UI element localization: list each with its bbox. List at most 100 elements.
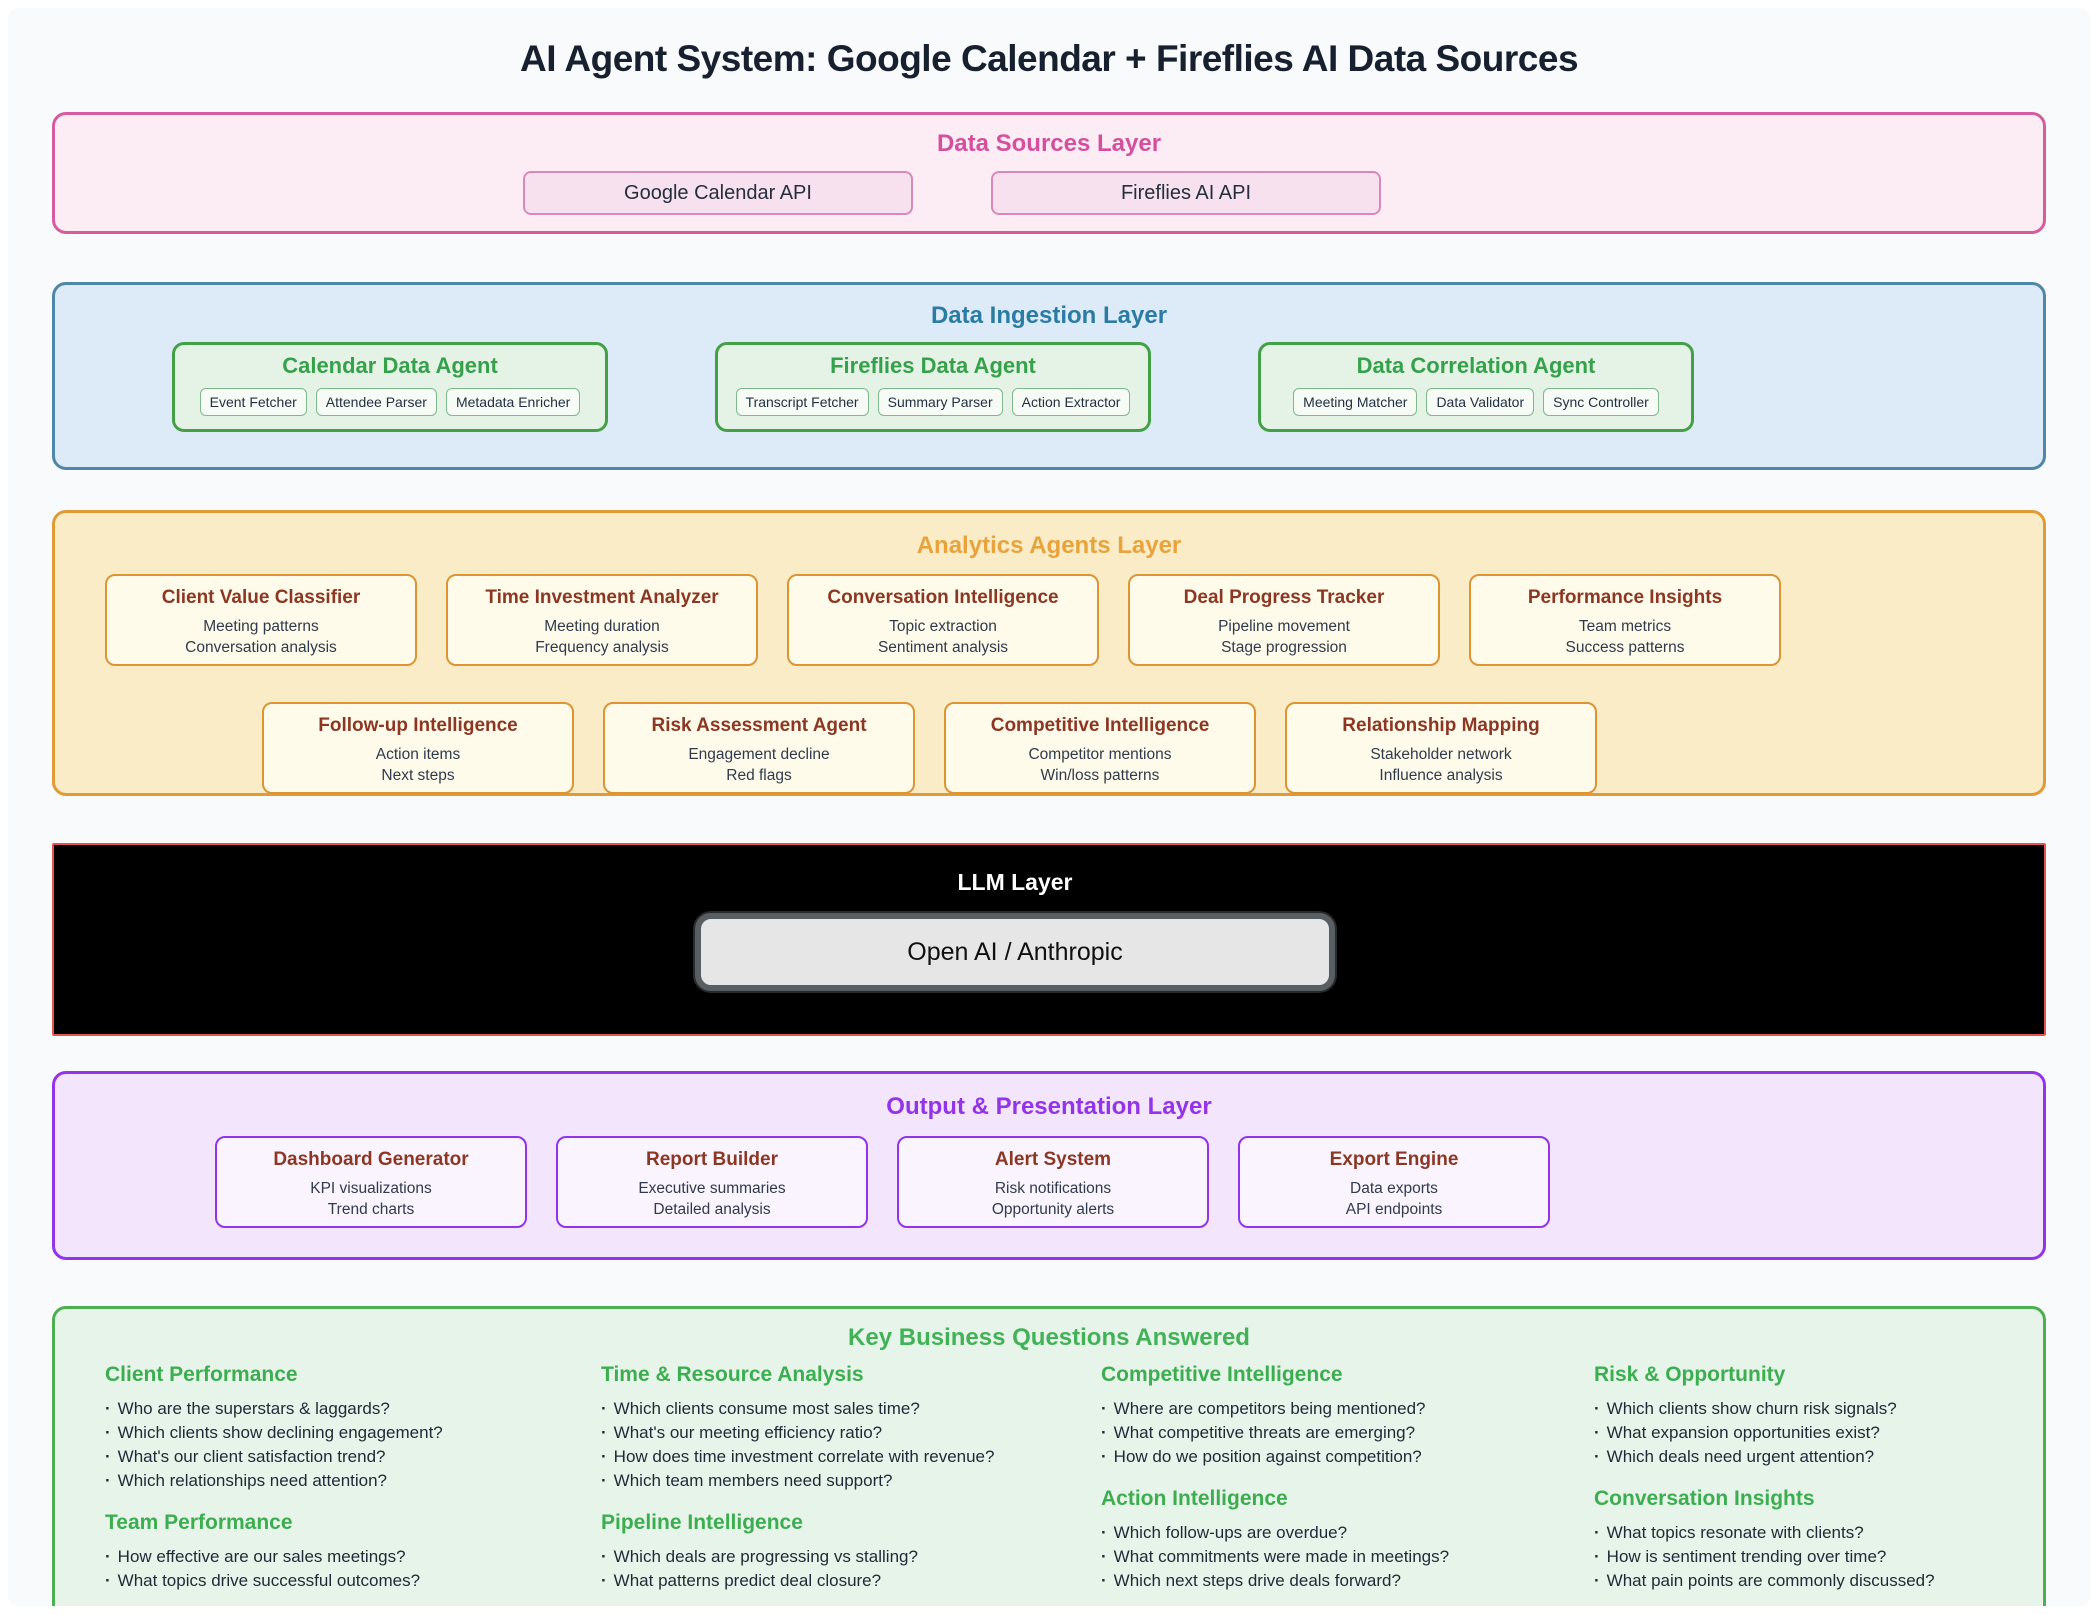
chip-transcript-fetcher: Transcript Fetcher (735, 388, 869, 416)
chip-row: Meeting Matcher Data Validator Sync Cont… (1261, 388, 1691, 416)
node-fireflies-ai-api: Fireflies AI API (991, 171, 1381, 215)
card-line: Trend charts (327, 1201, 415, 1218)
card-title: Export Engine (1329, 1149, 1459, 1170)
card-line: Detailed analysis (653, 1201, 771, 1218)
card-title: Competitive Intelligence (990, 715, 1210, 736)
card-line: Stakeholder network (1370, 746, 1512, 763)
card-line: Frequency analysis (535, 639, 669, 656)
card-line: Competitor mentions (1028, 746, 1172, 763)
question-heading: Competitive Intelligence (1101, 1363, 1343, 1386)
ingestion-agents-row: Calendar Data Agent Event Fetcher Attend… (55, 342, 2043, 432)
question-item: Which deals are progressing vs stalling? (601, 1545, 1101, 1569)
card-line: Executive summaries (638, 1180, 786, 1197)
question-item: What topics resonate with clients? (1594, 1521, 2043, 1545)
question-item: How effective are our sales meetings? (105, 1545, 601, 1569)
node-competitive-intelligence: Competitive Intelligence Competitor ment… (944, 702, 1256, 794)
card-title: Client Value Classifier (161, 587, 361, 608)
card-title: Dashboard Generator (273, 1149, 469, 1170)
question-item: What competitive threats are emerging? (1101, 1421, 1594, 1445)
questions-column-3: Competitive Intelligence Where are compe… (1101, 1362, 1594, 1593)
question-item: What's our meeting efficiency ratio? (601, 1421, 1101, 1445)
question-heading: Time & Resource Analysis (601, 1363, 864, 1386)
card-title: Performance Insights (1527, 587, 1723, 608)
card-line: API endpoints (1345, 1201, 1443, 1218)
card-line: Next steps (381, 767, 455, 784)
card-title: Conversation Intelligence (827, 587, 1059, 608)
question-item: Which relationships need attention? (105, 1469, 601, 1493)
question-heading: Action Intelligence (1101, 1487, 1288, 1510)
card-line: Opportunity alerts (991, 1201, 1115, 1218)
node-risk-assessment-agent: Risk Assessment Agent Engagement decline… (603, 702, 915, 794)
question-item: Which next steps drive deals forward? (1101, 1569, 1594, 1593)
node-follow-up-intelligence: Follow-up Intelligence Action items Next… (262, 702, 574, 794)
chip-meeting-matcher: Meeting Matcher (1293, 388, 1418, 416)
card-line: Topic extraction (889, 618, 997, 635)
node-openai-anthropic: Open AI / Anthropic (695, 913, 1335, 991)
card-line: Stage progression (1221, 639, 1347, 656)
card-title: Risk Assessment Agent (651, 715, 867, 736)
node-fireflies-data-agent: Fireflies Data Agent Transcript Fetcher … (715, 342, 1151, 432)
card-title: Follow-up Intelligence (318, 715, 518, 736)
node-relationship-mapping: Relationship Mapping Stakeholder network… (1285, 702, 1597, 794)
node-google-calendar-api: Google Calendar API (523, 171, 913, 215)
output-cards-row: Dashboard Generator KPI visualizations T… (55, 1136, 2043, 1228)
chip-sync-controller: Sync Controller (1543, 388, 1659, 416)
card-title: Alert System (994, 1149, 1112, 1170)
question-item: What patterns predict deal closure? (601, 1569, 1101, 1593)
node-export-engine: Export Engine Data exports API endpoints (1238, 1136, 1550, 1228)
card-title: Time Investment Analyzer (485, 587, 719, 608)
card-line: Red flags (726, 767, 792, 784)
question-item: How does time investment correlate with … (601, 1445, 1101, 1469)
node-dashboard-generator: Dashboard Generator KPI visualizations T… (215, 1136, 527, 1228)
data-sources-row: Google Calendar API Fireflies AI API (55, 171, 2043, 215)
question-item: Which deals need urgent attention? (1594, 1445, 2043, 1469)
questions-layer-title: Key Business Questions Answered (848, 1324, 1250, 1351)
questions-column-2: Time & Resource Analysis Which clients c… (601, 1362, 1101, 1593)
card-line: Meeting duration (544, 618, 660, 635)
card-title: Report Builder (646, 1149, 778, 1170)
question-item: Which clients show declining engagement? (105, 1421, 601, 1445)
chip-attendee-parser: Attendee Parser (315, 388, 437, 416)
analytics-layer-title: Analytics Agents Layer (916, 532, 1182, 559)
node-data-correlation-agent: Data Correlation Agent Meeting Matcher D… (1258, 342, 1694, 432)
analytics-row-2: Follow-up Intelligence Action items Next… (55, 702, 2043, 794)
chip-action-extractor: Action Extractor (1011, 388, 1131, 416)
llm-layer-title: LLM Layer (957, 869, 1073, 895)
question-heading: Client Performance (105, 1363, 298, 1386)
page-title: AI Agent System: Google Calendar + Firef… (519, 38, 1579, 79)
chip-event-fetcher: Event Fetcher (199, 388, 307, 416)
node-client-value-classifier: Client Value Classifier Meeting patterns… (105, 574, 417, 666)
question-item: Which clients consume most sales time? (601, 1397, 1101, 1421)
agent-title: Calendar Data Agent (282, 353, 498, 378)
question-heading: Risk & Opportunity (1594, 1363, 1786, 1386)
analytics-row-1: Client Value Classifier Meeting patterns… (55, 574, 2043, 666)
chip-data-validator: Data Validator (1426, 388, 1535, 416)
card-title: Deal Progress Tracker (1183, 587, 1385, 608)
card-line: Meeting patterns (203, 618, 319, 635)
question-heading: Conversation Insights (1594, 1487, 1815, 1510)
layer-llm: LLM Layer Open AI / Anthropic (52, 843, 2046, 1036)
question-item: Which follow-ups are overdue? (1101, 1521, 1594, 1545)
data-ingestion-layer-title: Data Ingestion Layer (930, 302, 1168, 329)
agent-title: Fireflies Data Agent (830, 353, 1036, 378)
chip-metadata-enricher: Metadata Enricher (445, 388, 581, 416)
card-line: Engagement decline (688, 746, 830, 763)
agent-title: Data Correlation Agent (1356, 353, 1596, 378)
output-layer-title: Output & Presentation Layer (886, 1093, 1212, 1120)
question-item: What commitments were made in meetings? (1101, 1545, 1594, 1569)
card-line: Team metrics (1578, 618, 1672, 635)
layer-data-sources: Data Sources Layer Google Calendar API F… (52, 112, 2046, 234)
diagram-canvas: AI Agent System: Google Calendar + Firef… (8, 8, 2090, 1606)
layer-output-presentation: Output & Presentation Layer Dashboard Ge… (52, 1071, 2046, 1260)
question-item: How do we position against competition? (1101, 1445, 1594, 1469)
question-item: What topics drive successful outcomes? (105, 1569, 601, 1593)
chip-row: Transcript Fetcher Summary Parser Action… (718, 388, 1148, 416)
card-line: Risk notifications (994, 1180, 1112, 1197)
layer-key-business-questions: Key Business Questions Answered Client P… (52, 1306, 2046, 1606)
card-title: Relationship Mapping (1342, 715, 1540, 736)
questions-column-1: Client Performance Who are the superstar… (105, 1362, 601, 1593)
node-report-builder: Report Builder Executive summaries Detai… (556, 1136, 868, 1228)
card-line: Influence analysis (1379, 767, 1503, 784)
node-deal-progress-tracker: Deal Progress Tracker Pipeline movement … (1128, 574, 1440, 666)
node-calendar-data-agent: Calendar Data Agent Event Fetcher Attend… (172, 342, 608, 432)
